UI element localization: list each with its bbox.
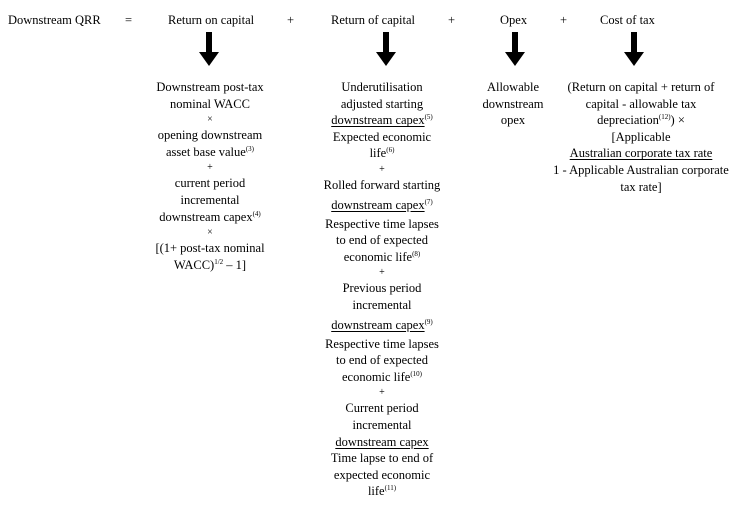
footnote-ref: (3) xyxy=(245,144,254,153)
down-arrow-icon xyxy=(376,32,396,66)
term-opex: Opex xyxy=(500,13,528,27)
footnote-ref: (6) xyxy=(386,146,395,155)
formula-line: Expected economic xyxy=(332,129,432,144)
formula-line: Time lapse to end of xyxy=(330,451,434,466)
formula-line: [(1+ post-tax nominal xyxy=(155,241,265,256)
formula-line: downstream capex(4) xyxy=(159,209,261,224)
formula-line: current period xyxy=(174,176,246,191)
formula-line: asset base value(3) xyxy=(166,144,254,159)
formula-line: tax rate] xyxy=(620,179,662,194)
numerator: downstream capex xyxy=(335,434,429,449)
footnote-ref: (11) xyxy=(384,484,397,493)
formula-line: economic life(10) xyxy=(341,369,423,384)
formula-line: life(11) xyxy=(367,484,397,499)
denominator: 1 - Applicable Australian corporate xyxy=(553,162,729,177)
formula-line: expected economic xyxy=(333,467,431,482)
term-return-of-capital: Return of capital xyxy=(331,13,415,27)
opex-formula: Allowable downstream opex xyxy=(473,79,553,129)
footnote-ref: (10) xyxy=(410,369,423,378)
qrr-label: Downstream QRR xyxy=(8,13,101,27)
formula-line: economic life(8) xyxy=(343,249,421,264)
exponent: 1/2 xyxy=(214,257,224,266)
formula-line: life(6) xyxy=(369,146,395,161)
footnote-ref: (8) xyxy=(412,249,421,258)
footnote-ref: (12) xyxy=(658,113,671,122)
formula-line: adjusted starting xyxy=(340,96,424,111)
down-arrow-icon xyxy=(624,32,644,66)
down-arrow-icon xyxy=(199,32,219,66)
return-on-capital-formula: Downstream post-tax nominal WACC × openi… xyxy=(140,79,280,273)
formula-line: to end of expected xyxy=(336,233,428,248)
numerator: Australian corporate tax rate xyxy=(569,146,713,161)
numerator: downstream capex(7) xyxy=(331,197,433,212)
equals-sign: = xyxy=(125,13,133,27)
plus-operator: + xyxy=(207,162,213,174)
formula-line: [Applicable xyxy=(611,129,671,144)
formula-line: incremental xyxy=(180,192,240,207)
plus-sign-2: + xyxy=(448,13,456,27)
formula-line: Allowable xyxy=(486,80,540,94)
numerator: downstream capex(5) xyxy=(331,113,433,128)
formula-line: WACC)1/2 – 1] xyxy=(173,257,247,272)
term-return-on-capital: Return on capital xyxy=(168,13,255,27)
footnote-ref: (5) xyxy=(424,113,433,122)
footnote-ref: (7) xyxy=(424,197,433,206)
formula-line: Respective time lapses xyxy=(325,216,439,231)
plus-sign-3: + xyxy=(560,13,568,27)
formula-line: depreciation(12)) × xyxy=(597,113,685,128)
numerator: downstream capex(9) xyxy=(331,317,433,332)
formula-line: incremental xyxy=(352,297,412,312)
return-of-capital-formula: Underutilisation adjusted starting downs… xyxy=(312,79,452,500)
formula-line: Underutilisation xyxy=(341,80,423,94)
formula-line: nominal WACC xyxy=(170,96,250,111)
formula-line: (Return on capital + return of xyxy=(567,80,715,94)
plus-sign-1: + xyxy=(287,13,295,27)
footnote-ref: (9) xyxy=(424,317,433,326)
formula-line: Respective time lapses xyxy=(325,336,439,351)
formula-line: incremental xyxy=(352,417,412,432)
plus-operator: + xyxy=(379,163,385,175)
plus-operator: + xyxy=(379,267,385,279)
formula-line: to end of expected xyxy=(336,353,428,368)
formula-line: Current period xyxy=(345,401,419,416)
formula-line: downstream xyxy=(482,96,544,111)
plus-operator: + xyxy=(379,387,385,399)
multiply-operator: × xyxy=(207,114,213,126)
multiply-operator: × xyxy=(207,227,213,239)
footnote-ref: (4) xyxy=(252,209,261,218)
formula-line: opening downstream xyxy=(157,128,263,143)
formula-line: Previous period xyxy=(342,281,422,296)
formula-line: capital - allowable tax xyxy=(585,96,697,111)
formula-line: Rolled forward starting xyxy=(323,177,441,192)
formula-line: Downstream post-tax xyxy=(156,80,264,94)
formula-line: opex xyxy=(500,113,526,128)
down-arrow-icon xyxy=(505,32,525,66)
term-cost-of-tax: Cost of tax xyxy=(600,13,655,27)
cost-of-tax-formula: (Return on capital + return of capital -… xyxy=(543,79,739,195)
